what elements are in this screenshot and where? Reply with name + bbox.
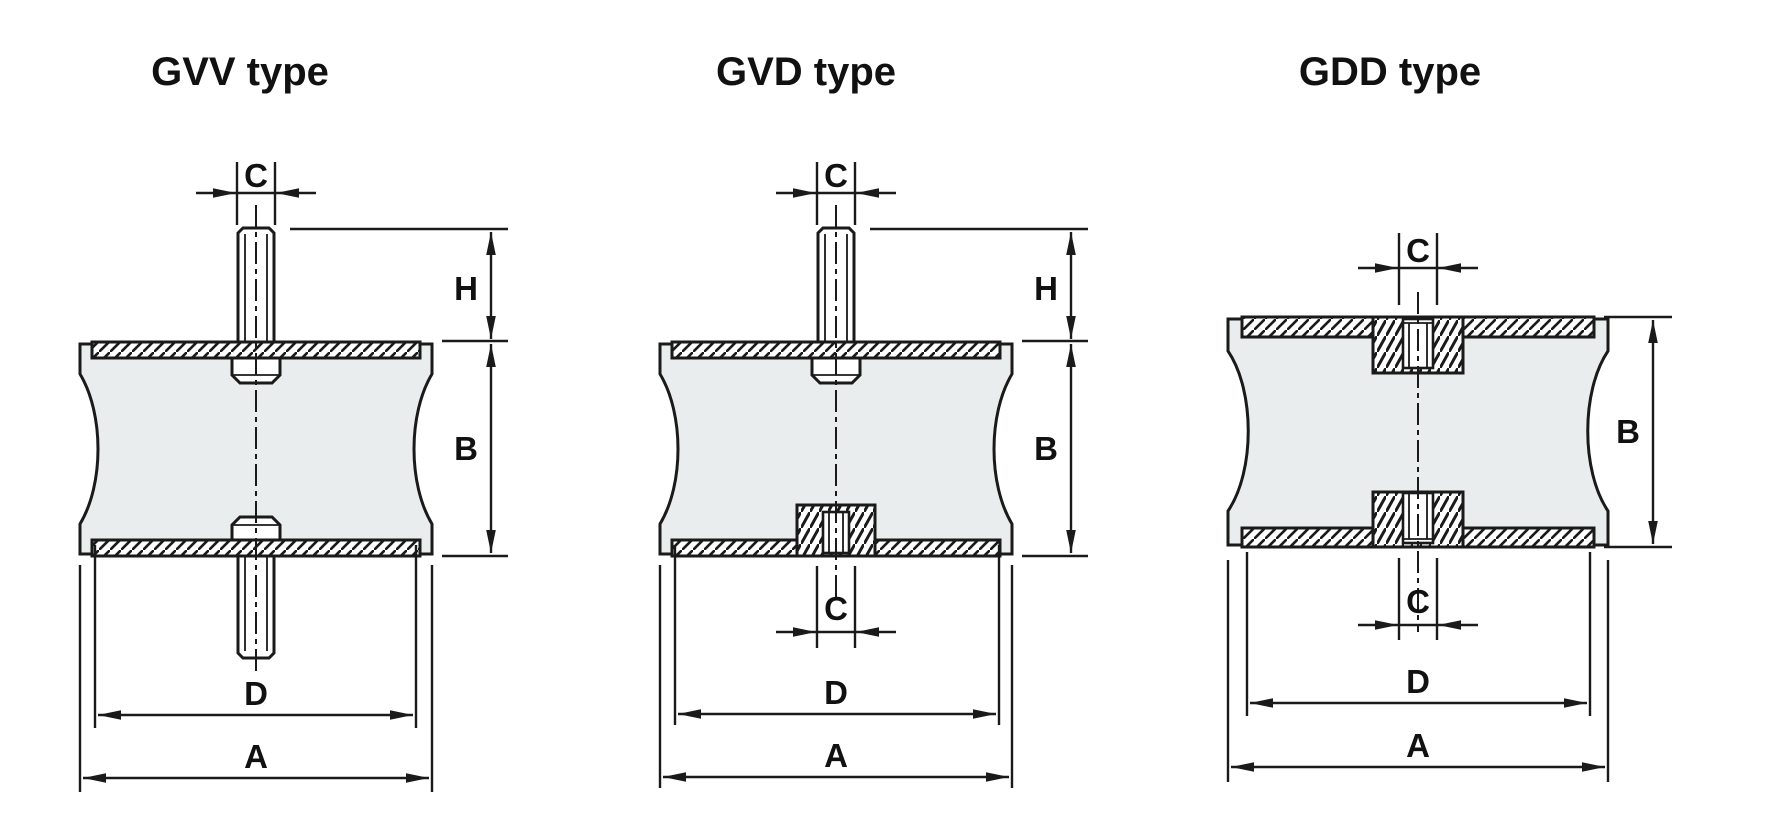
dim-label-c: C bbox=[824, 590, 848, 627]
dim-label-a: A bbox=[824, 737, 848, 774]
diagram-title: GVV type bbox=[151, 50, 329, 94]
dim-label-a: A bbox=[1406, 727, 1430, 764]
gvd-diagram: GVD type C bbox=[658, 50, 1088, 788]
dim-d: D bbox=[93, 545, 418, 728]
dim-a: A bbox=[658, 565, 1014, 788]
dim-b: B bbox=[442, 344, 508, 558]
dim-h: H bbox=[870, 227, 1088, 343]
diagram-title: GDD type bbox=[1299, 50, 1481, 94]
gvv-diagram: GVV type C bbox=[78, 50, 508, 792]
dim-label-d: D bbox=[1406, 663, 1430, 700]
dim-label-h: H bbox=[454, 270, 478, 307]
dim-label-h: H bbox=[1034, 270, 1058, 307]
dim-label-c: C bbox=[244, 157, 268, 194]
dim-label-d: D bbox=[244, 675, 268, 712]
dim-label-b: B bbox=[1034, 430, 1058, 467]
dim-c-bottom: C bbox=[776, 566, 896, 648]
dim-d: D bbox=[673, 545, 1001, 725]
dim-a: A bbox=[78, 565, 434, 792]
dim-c-bottom: C bbox=[1358, 558, 1478, 640]
dim-label-c: C bbox=[1406, 583, 1430, 620]
dim-b: B bbox=[1604, 315, 1672, 549]
dim-b: B bbox=[1022, 344, 1088, 558]
dim-label-b: B bbox=[454, 430, 478, 467]
diagram-title: GVD type bbox=[716, 50, 896, 94]
dim-label-c: C bbox=[824, 157, 848, 194]
dim-a: A bbox=[1226, 560, 1610, 782]
dim-d: D bbox=[1245, 552, 1592, 716]
dim-c-top: C bbox=[1358, 232, 1478, 305]
dim-label-c: C bbox=[1406, 232, 1430, 269]
dim-c-top: C bbox=[776, 157, 896, 225]
dim-label-a: A bbox=[244, 738, 268, 775]
dim-label-b: B bbox=[1616, 413, 1640, 450]
dim-c-top: C bbox=[196, 157, 316, 225]
dim-h: H bbox=[290, 227, 508, 343]
dim-label-d: D bbox=[824, 674, 848, 711]
gdd-diagram: GDD type C bbox=[1226, 50, 1672, 782]
